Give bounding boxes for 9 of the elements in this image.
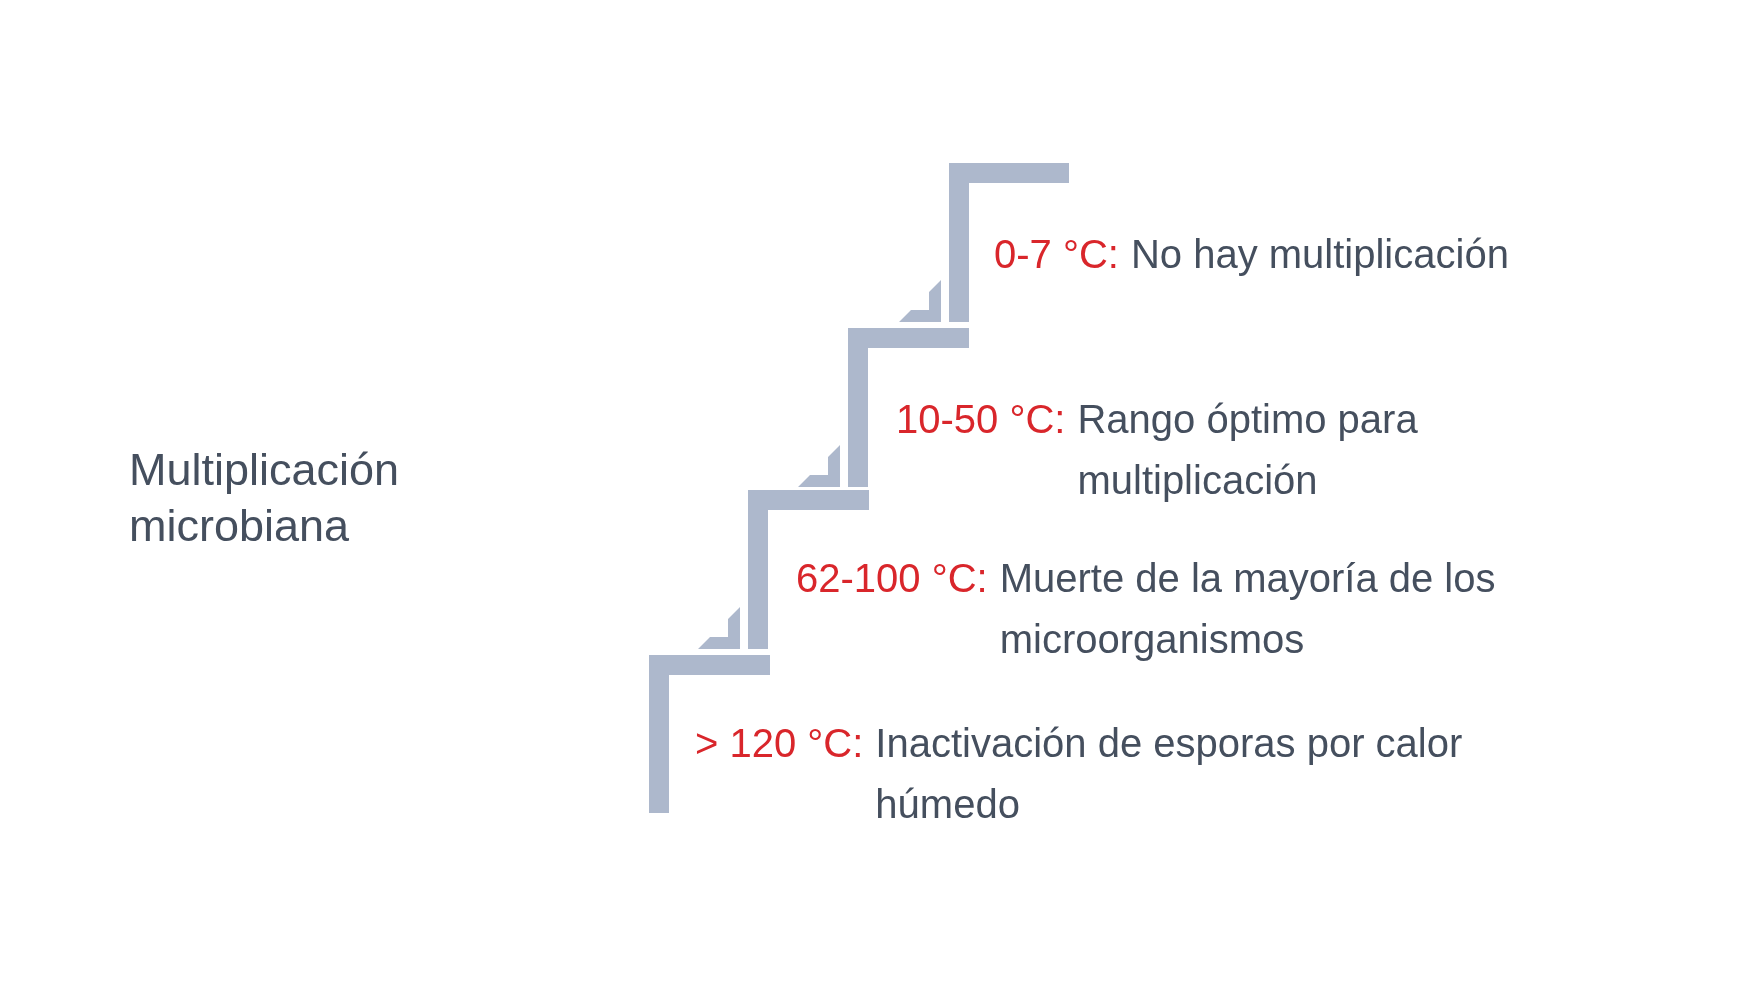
temperature-range: 62-100 °C: — [796, 555, 988, 602]
temperature-range: > 120 °C: — [695, 720, 864, 767]
description: Inactivación de esporas por calor húmedo — [875, 720, 1464, 828]
temperature-range: 10-50 °C: — [896, 396, 1066, 443]
temperature-range: 0-7 °C: — [994, 231, 1119, 278]
title: Multiplicación microbiana — [129, 443, 401, 553]
description: Muerte de la mayoría de los microorganismos — [999, 555, 1497, 663]
description: Rango óptimo para multiplicación — [1077, 396, 1419, 504]
description: No hay multiplicación — [1130, 231, 1509, 278]
